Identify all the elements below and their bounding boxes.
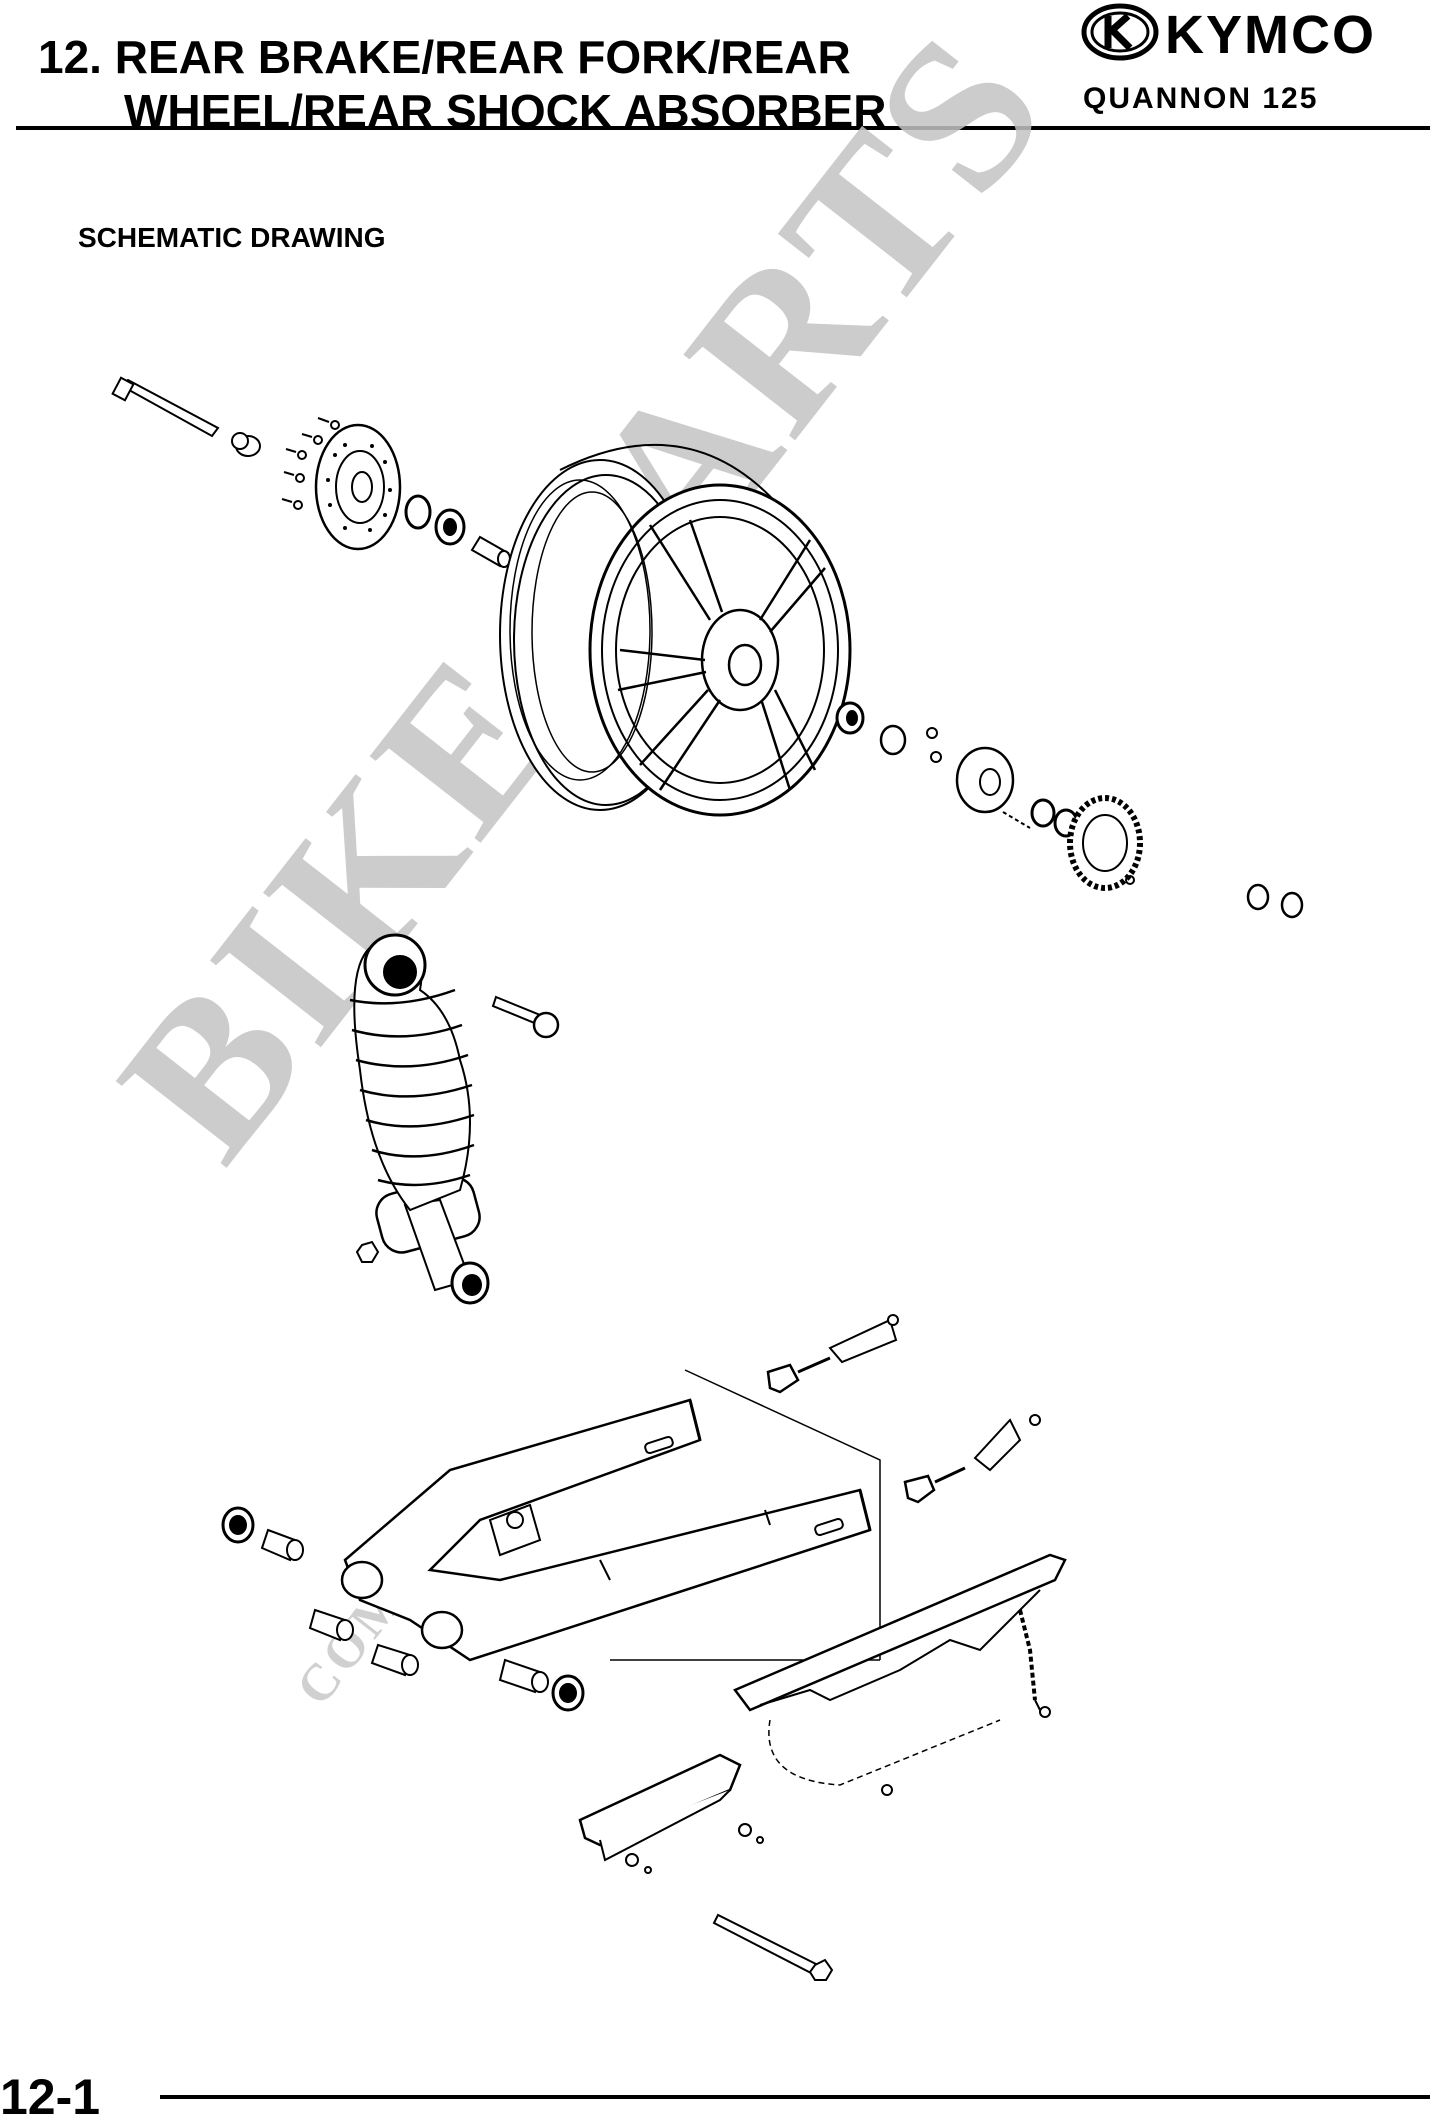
brake-disc [314,423,402,551]
disc-bolts [281,417,340,510]
sprocket-hub [926,727,1031,829]
axle-nut [1246,883,1304,919]
shock-upper-bolt [491,995,560,1039]
o-ring [879,724,907,756]
page-number: 12-1 [0,2069,101,2125]
brand-name: KYMCO [1165,5,1376,65]
rear-wheel [499,444,852,817]
swing-arm [340,1369,881,1662]
wheel-bearing-left [434,508,466,546]
title-line-1: 12. REAR BRAKE/REAR FORK/REAR [38,31,851,83]
section-heading: SCHEMATIC DRAWING [78,222,386,253]
shock-absorber [349,933,490,1305]
hub-bearing [1030,798,1079,838]
chain-adjuster-left [766,1314,899,1394]
pivot-bushings [221,1506,585,1712]
axle-bolt [111,376,220,438]
sprocket [1067,795,1143,891]
page-title: 12. REAR BRAKE/REAR FORK/REAR WHEEL/REAR… [38,30,886,138]
chain-slider [578,1753,764,1874]
axle-collar [231,432,261,457]
kymco-emblem-icon [1081,3,1159,61]
chain-case [733,1553,1067,1796]
model-name: QUANNON 125 [1083,82,1319,115]
distance-collar [470,535,511,568]
chain-adjuster-right [903,1414,1041,1504]
kymco-logo: KYMCO [1080,2,1430,65]
footer-divider [160,2095,1430,2099]
shock-lower-nut [355,1240,380,1263]
wheel-bearing-right [835,701,865,735]
header-divider [16,126,1430,130]
pivot-bolt [712,1913,834,1981]
dust-seal [404,494,432,530]
